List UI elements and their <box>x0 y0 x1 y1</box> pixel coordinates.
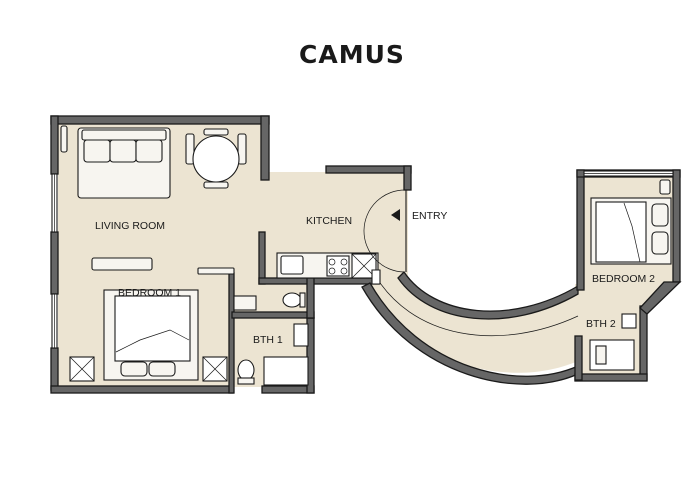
windows <box>51 170 674 349</box>
plan-title: CAMUS <box>299 40 405 69</box>
label-entry: ENTRY <box>412 210 447 222</box>
nightstands <box>69 356 228 382</box>
label-bathroom-1: BTH 1 <box>253 334 283 346</box>
triangle-left-icon <box>391 209 400 221</box>
kitchen-counter <box>276 252 379 279</box>
label-bedroom-1: BEDROOM 1 <box>118 287 181 299</box>
bed-2 <box>590 197 672 265</box>
bed-1 <box>103 289 199 381</box>
sofa <box>77 127 171 199</box>
walls <box>50 115 682 394</box>
tv-console <box>91 257 235 275</box>
label-living-room: LIVING ROOM <box>95 220 165 232</box>
radiator <box>60 125 68 153</box>
bed2-nightstand <box>659 179 671 195</box>
entry-door[interactable] <box>363 189 407 273</box>
label-bedroom-2: BEDROOM 2 <box>592 273 655 285</box>
label-bathroom-2: BTH 2 <box>586 318 616 330</box>
dining-table <box>185 128 247 189</box>
bath1-fixtures <box>233 292 309 386</box>
label-kitchen: KITCHEN <box>306 215 352 227</box>
bath2-fixtures <box>589 313 637 371</box>
